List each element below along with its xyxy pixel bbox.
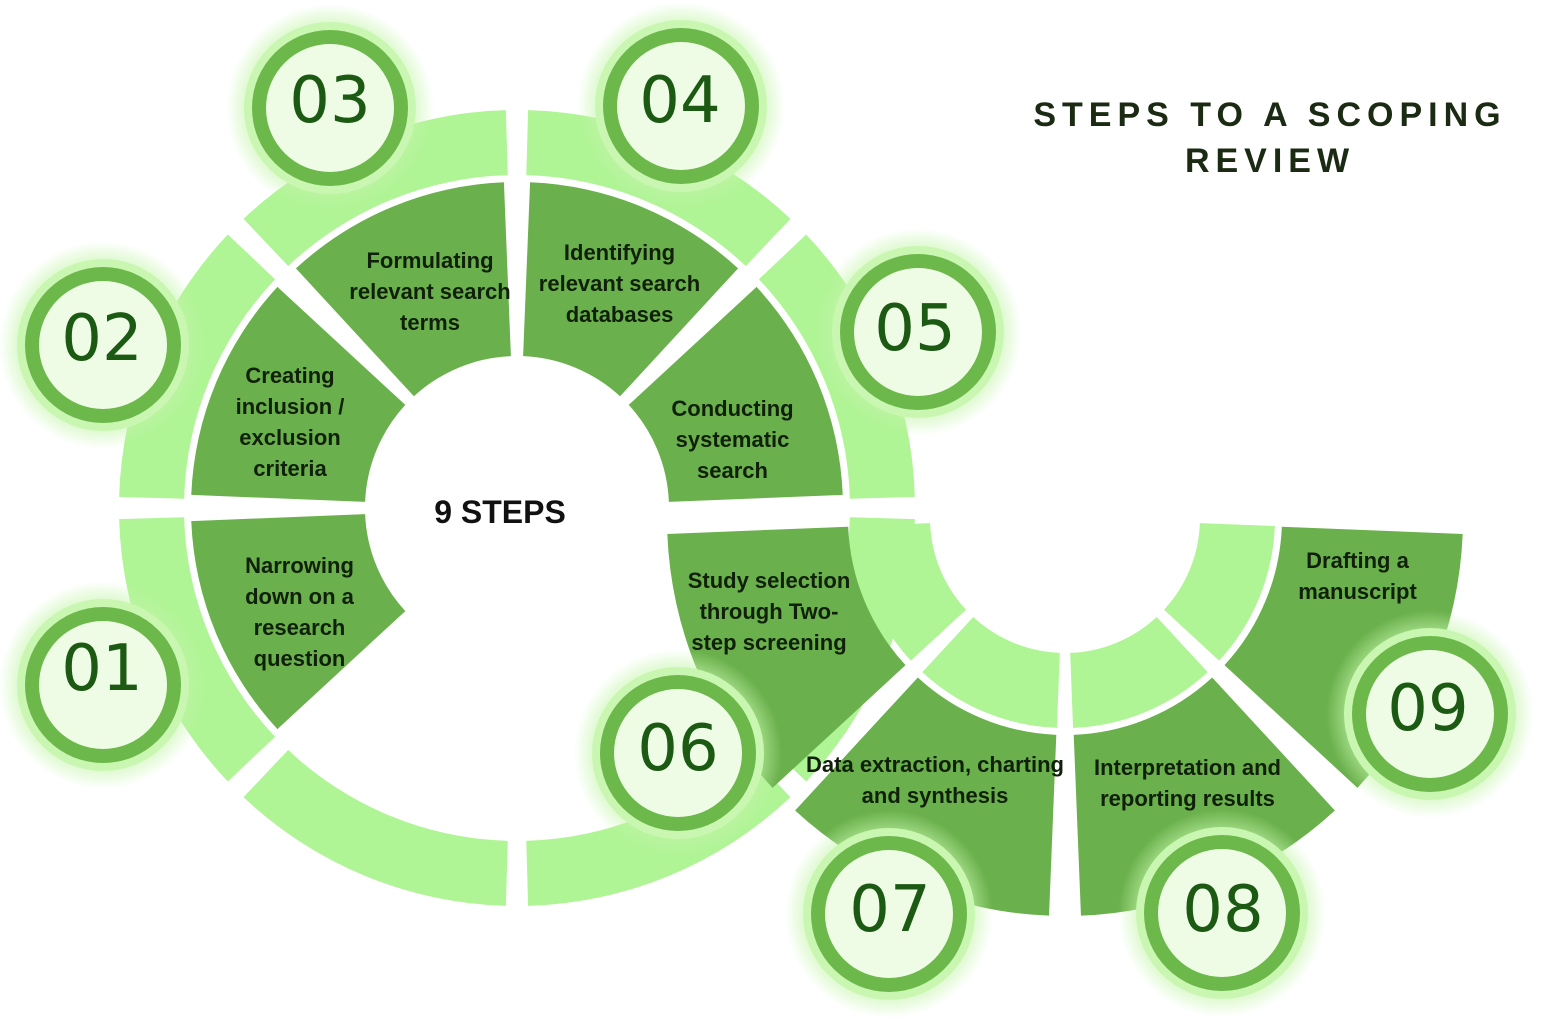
step-09-number: 09 xyxy=(1387,672,1469,746)
step-02-number: 02 xyxy=(61,302,143,376)
step-09-circle xyxy=(1366,650,1494,778)
step-03-circle xyxy=(266,44,394,172)
step-02-label: Creating inclusion / exclusion criteria xyxy=(235,363,345,481)
step-05-label: Conducting systematic search xyxy=(671,396,794,483)
ring-segment-lower-3 xyxy=(1070,617,1208,728)
step-02-segment xyxy=(191,286,406,502)
step-08-number: 08 xyxy=(1182,873,1264,947)
step-05-segment xyxy=(628,286,843,502)
center-label: 9 STEPS xyxy=(434,494,566,530)
step-07-number: 07 xyxy=(849,873,931,947)
step-06-number: 06 xyxy=(637,712,719,786)
step-09-label: Drafting a manuscript xyxy=(1298,548,1417,604)
step-01-circle xyxy=(39,621,167,749)
step-07-label: Data extraction, charting and synthesis xyxy=(806,752,1064,808)
step-04-circle xyxy=(617,42,745,170)
step-08-label: Interpretation and reporting results xyxy=(1093,755,1281,811)
diagram-title: STEPS TO A SCOPING REVIEW xyxy=(1033,96,1507,180)
step-06-label: Study selection through Two-step screeni… xyxy=(687,568,851,655)
step-04-segment xyxy=(523,182,739,397)
step-03-segment xyxy=(295,182,511,397)
step-03-label: Formulating relevant search terms xyxy=(349,248,511,335)
ring-segment-lower-1 xyxy=(855,523,966,661)
ring-segment-lower-2 xyxy=(922,617,1060,728)
ring-segment-lower-4 xyxy=(1164,523,1275,661)
step-04-label: Identifying relevant search databases xyxy=(538,240,701,327)
step-07-circle xyxy=(825,850,953,978)
step-01-segment xyxy=(191,514,406,730)
step-01-label: Narrowing down on a research question xyxy=(245,553,354,671)
step-06-circle xyxy=(614,689,742,817)
step-08-circle xyxy=(1158,849,1286,977)
step-02-circle xyxy=(39,281,167,409)
ring-segment-upper-1 xyxy=(243,749,508,906)
step-04-number: 04 xyxy=(639,64,721,138)
step-05-number: 05 xyxy=(874,292,956,366)
step-03-number: 03 xyxy=(289,64,371,138)
step-01-number: 01 xyxy=(61,632,143,706)
step-05-circle xyxy=(854,268,982,396)
